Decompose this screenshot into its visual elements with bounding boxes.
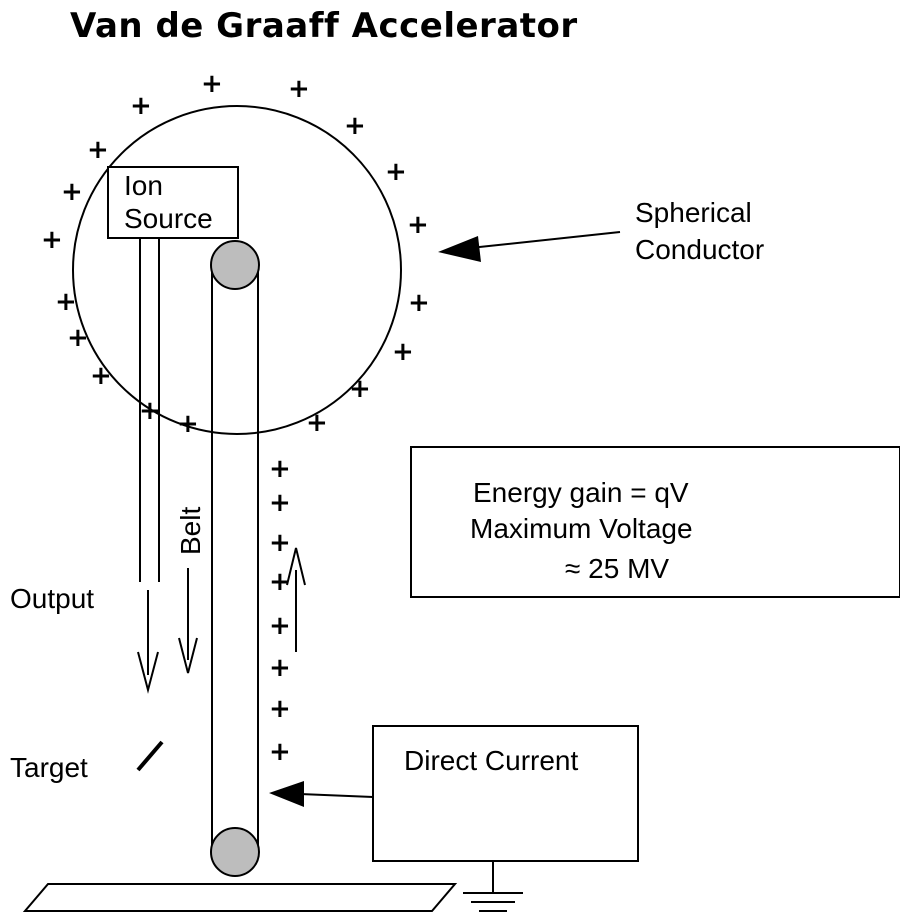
charge-plus: + [269,653,291,683]
belt-down-arrow [178,568,198,674]
charge-plus: + [349,374,371,404]
charge-plus: + [55,287,77,317]
page-title: Van de Graaff Accelerator [70,6,578,46]
charge-plus: + [288,74,310,104]
charge-plus: + [90,361,112,391]
charge-plus: + [41,225,63,255]
direct-current-box [372,725,639,862]
belt-up-arrow [286,547,306,652]
charge-plus: + [408,288,430,318]
charge-plus: + [61,177,83,207]
charge-plus: + [269,488,291,518]
info-max-voltage-label: Maximum Voltage [470,513,693,544]
charge-plus: + [269,567,291,597]
target-label: Target [10,752,88,783]
target-mark [136,740,164,772]
spherical-conductor-label-line1: Spherical [635,197,752,228]
charge-plus: + [130,91,152,121]
info-max-voltage-value: ≈ 25 MV [565,553,669,584]
belt-charges: + + + + + + + + [269,454,291,767]
ion-source-label-line1: Ion [124,170,163,201]
info-box [410,446,900,598]
charge-plus: + [177,409,199,439]
charge-plus: + [269,737,291,767]
belt-label: Belt [175,507,206,555]
charge-plus: + [344,111,366,141]
charge-plus: + [269,528,291,558]
charge-plus: + [306,408,328,438]
direct-current-label: Direct Current [404,745,578,776]
direct-current-arrow [269,781,374,807]
spherical-conductor-arrow [438,231,621,262]
info-energy-gain: Energy gain = qV [473,477,689,508]
charge-plus: + [269,454,291,484]
spherical-conductor [72,105,402,435]
charge-plus: + [87,135,109,165]
charge-plus: + [269,694,291,724]
ground-symbol [463,861,523,912]
charge-plus: + [392,337,414,367]
charge-plus: + [269,611,291,641]
charge-plus: + [407,210,429,240]
top-pulley [210,240,260,290]
ion-source-label-line2: Source [124,203,213,234]
base-platform [22,883,458,912]
charge-plus: + [67,323,89,353]
bottom-pulley [210,827,260,877]
ion-source-box [107,166,239,239]
output-label: Output [10,583,94,614]
charge-plus: + [201,69,223,99]
charge-plus: + [385,157,407,187]
output-arrow [137,590,159,694]
sphere-charges: + + + + + + + + + + + + + + + + + + [41,69,430,439]
spherical-conductor-label-line2: Conductor [635,234,764,265]
charge-plus: + [139,396,161,426]
